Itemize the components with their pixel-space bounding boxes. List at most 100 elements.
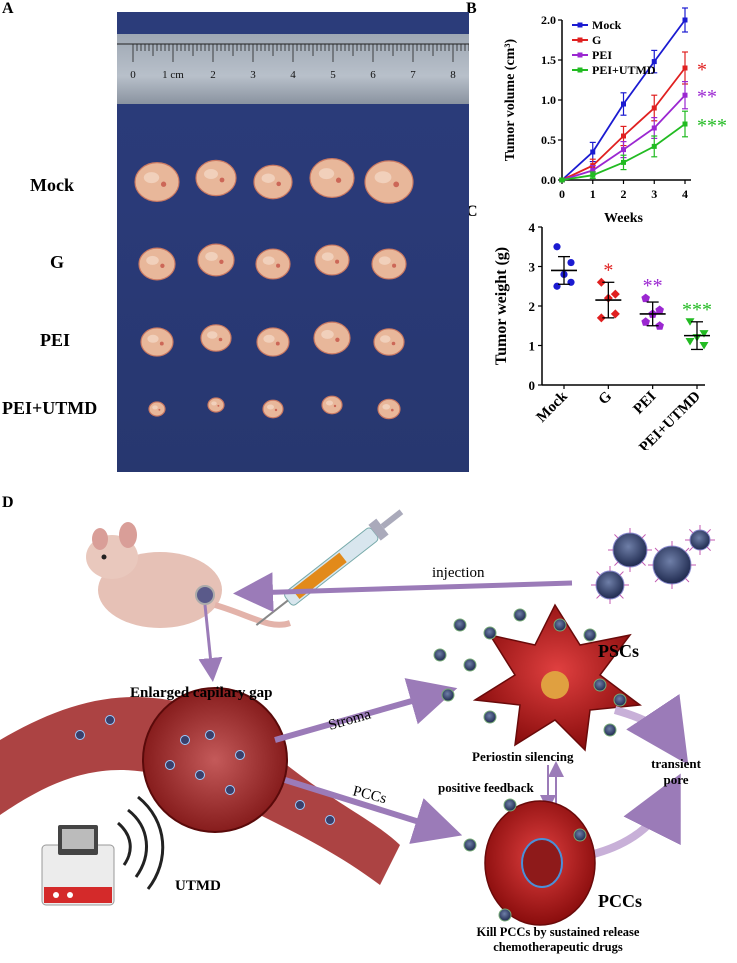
tumor-samples — [134, 158, 414, 420]
ligand-spike — [619, 594, 624, 599]
data-point — [621, 159, 626, 165]
x-tick-label: 1 — [590, 187, 596, 201]
tumor-vessel-spot — [276, 263, 281, 268]
y-tick-label: 3 — [529, 260, 536, 275]
enlarged-gap-label: Enlarged capilary gap — [130, 685, 273, 701]
legend-label: PEI+UTMD — [592, 63, 656, 77]
ligand-spike — [654, 547, 659, 552]
y-tick-label: 2.0 — [541, 13, 556, 27]
nanoparticle — [595, 570, 625, 600]
kill-pccs-line2: chemotherapeutic drugs — [493, 940, 623, 954]
tumor-vessel-spot — [158, 408, 161, 411]
row-label-mock: Mock — [30, 175, 74, 195]
data-point — [682, 65, 688, 71]
legend-marker — [577, 22, 583, 28]
data-point — [655, 305, 664, 314]
legend-marker — [577, 52, 583, 58]
data-point — [682, 121, 688, 127]
x-tick-label: 3 — [651, 187, 657, 201]
data-point — [682, 17, 688, 23]
nanoparticle — [453, 618, 467, 632]
tumor-vessel-spot — [333, 404, 337, 408]
pcc-cell — [484, 800, 596, 926]
ruler-number: 8 — [450, 69, 456, 81]
tumor-sample — [200, 324, 232, 352]
data-point — [655, 321, 664, 330]
positive-feedback-label: positive feedback — [438, 780, 534, 795]
nanoparticle — [433, 648, 447, 662]
significance-marker: *** — [682, 299, 712, 321]
data-point — [559, 177, 565, 183]
nanoparticle — [483, 626, 497, 640]
pscs-label: PSCs — [598, 641, 639, 661]
tumor-vessel-spot — [217, 404, 220, 407]
data-point — [596, 313, 606, 323]
tumor-vessel-spot — [160, 181, 167, 187]
tumor-sample — [309, 158, 355, 198]
y-axis-label: Tumor weight (g) — [493, 247, 510, 365]
data-point — [682, 92, 688, 98]
data-point — [567, 258, 575, 267]
tumor-sample — [256, 327, 290, 357]
pore-label: pore — [663, 772, 688, 787]
nanoparticle — [483, 710, 497, 724]
tumor-sample — [197, 243, 235, 277]
tumor-highlight — [318, 168, 335, 180]
nanoparticle — [593, 678, 607, 692]
nanoparticle — [573, 828, 587, 842]
vessel-nanoparticle — [325, 815, 335, 825]
tumor-highlight — [204, 169, 218, 179]
data-point — [651, 125, 657, 131]
data-point — [685, 338, 695, 346]
nanoparticle — [553, 618, 567, 632]
tumor-sample — [314, 244, 350, 276]
vessel-nanoparticle — [205, 730, 215, 740]
data-point — [699, 342, 709, 350]
stroma-label: Stroma — [327, 706, 373, 733]
tumor-sample — [373, 328, 405, 356]
row-label-pei: PEI — [40, 330, 71, 350]
category-label: PEI — [630, 388, 659, 417]
psc-cell — [472, 603, 642, 752]
tumor-highlight — [326, 400, 333, 406]
data-point — [621, 101, 626, 107]
nanoparticle — [612, 532, 648, 568]
tumor-highlight — [211, 401, 217, 406]
nanoparticle — [463, 658, 477, 672]
nanoparticle — [503, 798, 517, 812]
category-label: G — [596, 388, 616, 408]
ruler-number: 4 — [290, 69, 296, 81]
ruler-number: 5 — [330, 69, 336, 81]
ruler-number: 7 — [410, 69, 416, 81]
tumor-sample — [371, 248, 407, 280]
nanoparticle — [603, 723, 617, 737]
ligand-spike — [596, 594, 601, 599]
tumor-sample — [255, 248, 291, 280]
pccs-cell-label: PCCs — [598, 891, 642, 911]
tumor-vessel-spot — [392, 263, 397, 268]
tumor-vessel-spot — [219, 177, 225, 183]
blood-vessel — [0, 687, 400, 885]
vessel-nanoparticle — [180, 735, 190, 745]
syringe-icon — [255, 509, 404, 626]
ruler-number: 3 — [250, 69, 256, 81]
periostin-label: Periostin silencing — [472, 749, 574, 764]
vessel-nanoparticle — [105, 715, 115, 725]
ruler-number: 2 — [210, 69, 216, 81]
tumor-sample — [253, 164, 293, 200]
tumor-sample — [148, 401, 166, 417]
tumor-sample — [207, 397, 225, 413]
tumor-vessel-spot — [335, 337, 340, 342]
nanoparticle — [652, 545, 692, 585]
tumor-highlight — [261, 173, 275, 183]
tumor-vessel-spot — [275, 341, 280, 346]
y-tick-label: 4 — [529, 220, 536, 235]
data-point — [651, 105, 657, 111]
x-axis-label: Weeks — [604, 211, 643, 226]
tumor-highlight — [321, 329, 334, 339]
ligand-spike — [614, 534, 619, 539]
data-point — [621, 133, 626, 139]
data-point — [651, 59, 657, 65]
